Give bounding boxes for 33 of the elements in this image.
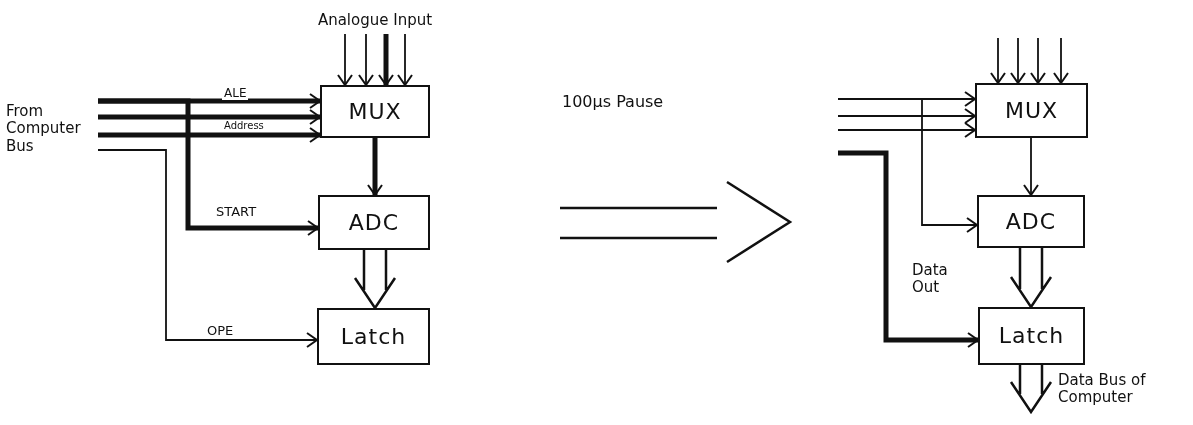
block-box: MUX xyxy=(320,85,430,138)
block-box: Latch xyxy=(978,307,1085,365)
block-box: Latch xyxy=(317,308,430,365)
bus-arrow xyxy=(1009,246,1053,310)
bus-label: Analogue Input xyxy=(317,12,433,30)
arrow xyxy=(837,91,976,107)
arrow xyxy=(337,33,353,86)
arrow xyxy=(838,150,979,348)
arrow xyxy=(837,108,976,124)
arrow xyxy=(837,122,976,138)
arrow xyxy=(98,98,319,236)
edge-label: Address xyxy=(222,120,266,131)
block-box: ADC xyxy=(977,195,1085,248)
arrow xyxy=(397,33,413,86)
arrow xyxy=(98,127,321,143)
arrow xyxy=(1023,137,1039,196)
arrow xyxy=(1030,37,1046,84)
block-box: ADC xyxy=(318,195,430,250)
arrow xyxy=(97,149,318,348)
arrow xyxy=(990,37,1006,84)
arrow xyxy=(1010,37,1026,84)
arrow xyxy=(98,109,321,125)
bus-arrow xyxy=(353,248,397,311)
arrow xyxy=(367,138,383,196)
arrow xyxy=(378,34,394,86)
bus-arrow xyxy=(1009,363,1053,415)
block-box: MUX xyxy=(975,83,1088,138)
arrow xyxy=(921,98,978,233)
pause-label: 100µs Pause xyxy=(562,92,664,111)
arrow xyxy=(358,33,374,86)
bus-label: From Computer Bus xyxy=(6,103,98,155)
arrow xyxy=(1053,37,1069,84)
edge-label: ALE xyxy=(222,87,249,101)
